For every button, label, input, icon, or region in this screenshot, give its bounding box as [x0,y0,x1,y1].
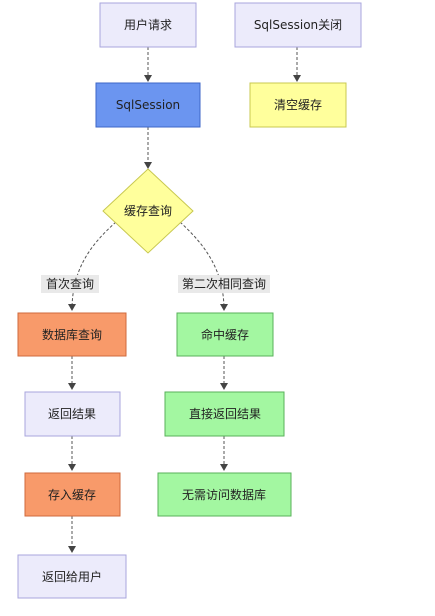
node-sqlsession-close-text: SqlSession关闭 [254,18,342,32]
edge-label-first-query-text: 首次查询 [46,277,94,291]
edge-cachequery-to-cachehit [179,221,228,311]
node-clear-cache: 清空缓存 [249,82,347,128]
node-db-query-text: 数据库查询 [42,327,102,342]
node-clear-cache-text: 清空缓存 [274,98,322,112]
node-return-result-direct: 直接返回结果 [164,391,285,437]
node-cache-hit: 命中缓存 [176,312,274,357]
edge-label-second-query-text: 第二次相同查询 [182,277,266,291]
node-sqlsession: SqlSession [95,82,201,128]
node-user-request-text: 用户请求 [124,17,172,32]
node-store-cache-text: 存入缓存 [48,488,96,502]
node-no-db-access-text: 无需访问数据库 [182,487,266,502]
edge-label-first-query: 首次查询 [41,275,99,293]
edge-label-second-query: 第二次相同查询 [178,275,270,293]
node-sqlsession-close: SqlSession关闭 [234,2,362,48]
node-no-db-access: 无需访问数据库 [157,472,292,517]
node-cache-hit-text: 命中缓存 [201,327,249,342]
node-return-result: 返回结果 [24,391,121,437]
node-store-cache: 存入缓存 [24,472,121,517]
node-return-to-user: 返回给用户 [17,554,127,599]
node-return-result-direct-text: 直接返回结果 [189,406,261,421]
node-db-query: 数据库查询 [17,312,127,357]
node-cache-query: 缓存查询 [102,168,194,254]
node-sqlsession-text: SqlSession [116,98,180,112]
node-user-request: 用户请求 [99,2,197,48]
node-cache-query-text: 缓存查询 [124,204,172,218]
node-return-to-user-text: 返回给用户 [42,569,102,584]
node-return-result-text: 返回结果 [48,407,96,421]
edge-cachequery-to-dbquery [68,221,117,311]
edges [68,47,301,553]
